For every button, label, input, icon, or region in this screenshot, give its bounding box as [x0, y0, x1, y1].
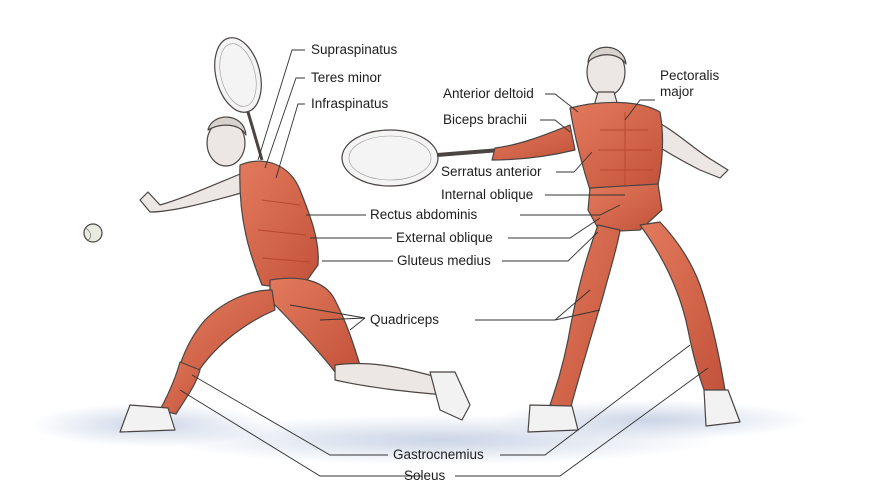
leader-biceps-brachii	[540, 119, 571, 133]
leader-serratus-anterior	[556, 151, 593, 173]
label-external-oblique: External oblique	[396, 230, 493, 245]
label-teres-minor: Teres minor	[311, 70, 382, 85]
label-rectus-abdominis: Rectus abdominis	[370, 207, 478, 222]
label-supraspinatus: Supraspinatus	[311, 42, 398, 57]
label-soleus: Soleus	[404, 468, 446, 483]
leader-anterior-deltoid	[545, 93, 579, 113]
leader-soleus	[179, 367, 709, 477]
leader-quadriceps	[289, 289, 601, 331]
label-pectoralis-major-line2: major	[660, 84, 694, 99]
label-quadriceps: Quadriceps	[370, 312, 440, 327]
label-anterior-deltoid: Anterior deltoid	[443, 86, 534, 101]
leader-gastrocnemius	[191, 344, 691, 456]
label-gluteus-medius: Gluteus medius	[397, 253, 491, 268]
leader-pectoralis-major	[624, 99, 655, 121]
tennis-ball	[83, 223, 103, 243]
leader-teres-minor	[264, 77, 305, 169]
leader-external-oblique	[310, 217, 601, 239]
label-gastrocnemius: Gastrocnemius	[393, 447, 484, 462]
leader-supraspinatus	[257, 49, 305, 161]
label-internal-oblique: Internal oblique	[441, 187, 534, 202]
label-infraspinatus: Infraspinatus	[311, 96, 389, 111]
label-pectoralis-major-line1: Pectoralis	[660, 68, 720, 83]
leader-lines	[179, 49, 709, 477]
leader-rectus-abdominis	[306, 204, 621, 216]
left-figure	[119, 37, 471, 433]
right-figure	[341, 46, 741, 433]
label-pectoralis-major: Pectoralis major	[660, 68, 719, 100]
left-racket	[214, 37, 264, 161]
tennis-ball-seam	[85, 227, 92, 242]
label-serratus-anterior: Serratus anterior	[441, 164, 542, 179]
leader-gluteus-medius	[322, 231, 599, 262]
right-racket	[341, 129, 501, 187]
label-biceps-brachii: Biceps brachii	[443, 112, 528, 127]
leader-infraspinatus	[275, 103, 305, 179]
